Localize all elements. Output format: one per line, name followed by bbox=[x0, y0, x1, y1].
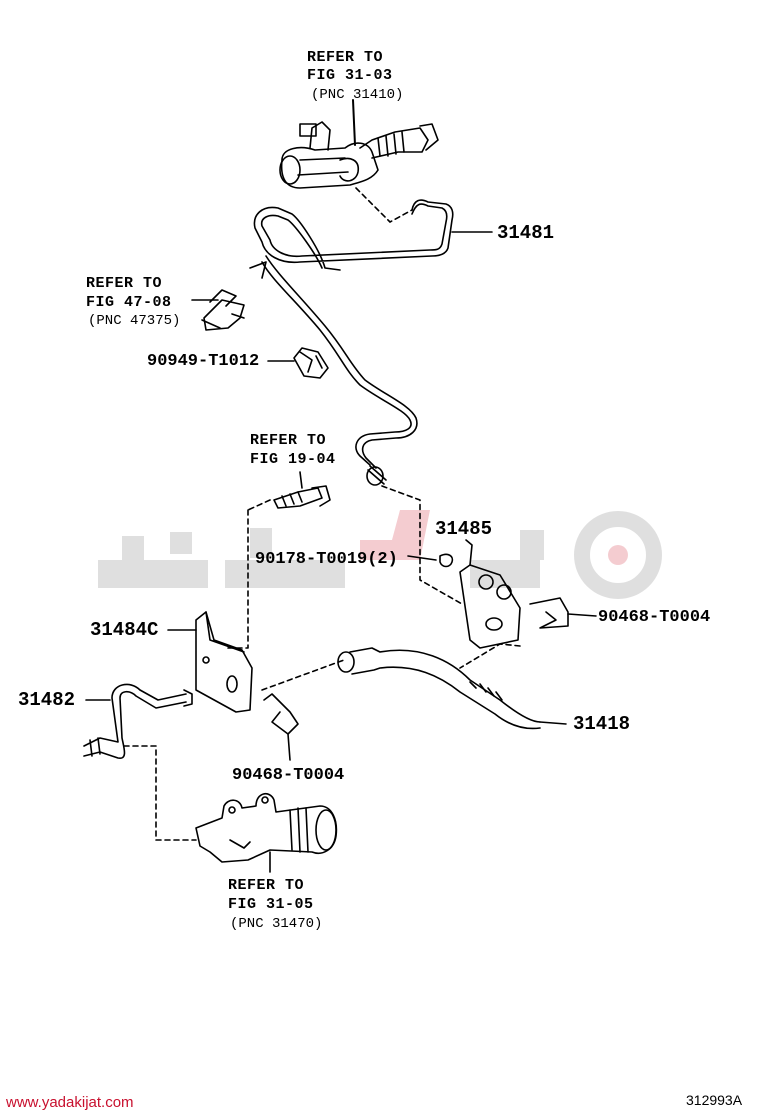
part-31482[interactable]: 31482 bbox=[18, 689, 76, 711]
figure-id: 312993A bbox=[686, 1092, 743, 1108]
ref-mid-line2: FIG 19-04 bbox=[250, 451, 336, 468]
pipe-31481 bbox=[249, 199, 493, 486]
clip-90468-right bbox=[529, 597, 597, 629]
part-90468-t0004-right[interactable]: 90468-T0004 bbox=[598, 608, 711, 627]
clip-47375 bbox=[191, 289, 245, 331]
pipe-31482 bbox=[83, 683, 197, 841]
part-90468-t0004-bottom[interactable]: 90468-T0004 bbox=[232, 766, 345, 785]
part-31485[interactable]: 31485 bbox=[435, 518, 493, 540]
ref-left-line3: (PNC 47375) bbox=[88, 313, 181, 329]
ref-bottom-line3: (PNC 31470) bbox=[230, 916, 323, 932]
dashed-leader-bolt bbox=[227, 509, 249, 649]
ref-top-line1: REFER TO bbox=[307, 49, 384, 66]
ref-top-line2: FIG 31-03 bbox=[307, 67, 393, 84]
watermark-logo bbox=[98, 510, 662, 599]
clip-90468-bottom bbox=[263, 693, 299, 761]
ref-bottom-line1: REFER TO bbox=[228, 877, 305, 894]
ref-left-line1: REFER TO bbox=[86, 275, 163, 292]
ref-left-line2: FIG 47-08 bbox=[86, 294, 172, 311]
part-90178-t0019[interactable]: 90178-T0019(2) bbox=[255, 550, 398, 569]
hose-31418 bbox=[261, 643, 567, 730]
bracket-31484c bbox=[167, 611, 253, 713]
part-31484c[interactable]: 31484C bbox=[90, 619, 159, 641]
clip-90949 bbox=[267, 347, 329, 379]
master-cylinder bbox=[279, 99, 439, 189]
part-90949-t1012[interactable]: 90949-T1012 bbox=[147, 352, 260, 371]
ref-mid-line1: REFER TO bbox=[250, 432, 327, 449]
ref-top-line3: (PNC 31410) bbox=[311, 87, 404, 103]
bracket-31485 bbox=[407, 539, 521, 649]
slave-cylinder bbox=[195, 793, 338, 873]
part-31481[interactable]: 31481 bbox=[497, 222, 555, 244]
ref-bottom-line2: FIG 31-05 bbox=[228, 896, 314, 913]
dashed-leader bbox=[355, 187, 413, 223]
part-31418[interactable]: 31418 bbox=[573, 713, 631, 735]
bolt bbox=[273, 471, 331, 509]
watermark-site-url[interactable]: www.yadakijat.com bbox=[6, 1094, 134, 1111]
